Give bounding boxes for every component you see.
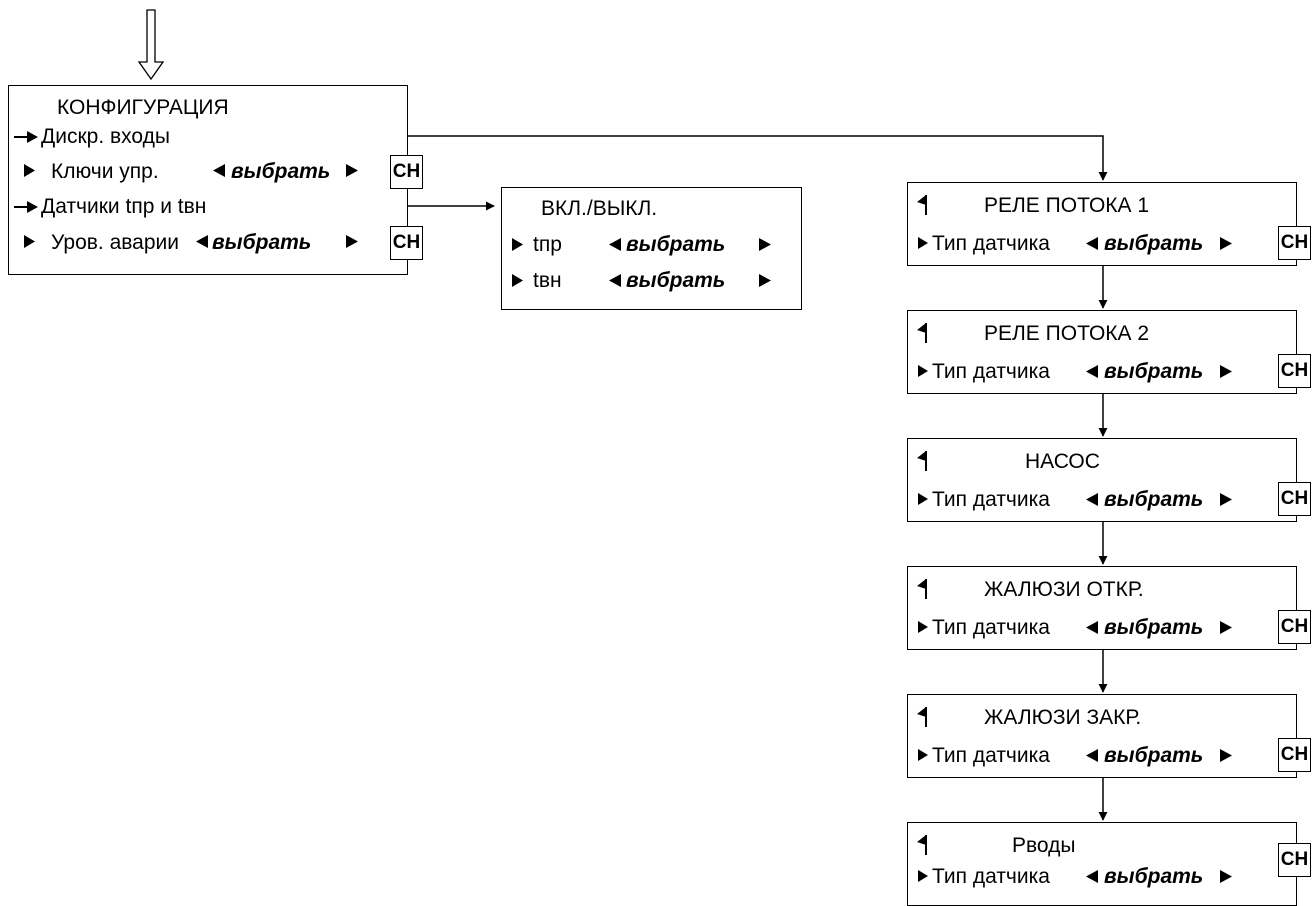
sensor-param-label: Тип датчика <box>932 360 1050 383</box>
onoff-menu-box: ВКЛ./ВЫКЛ. tпр выбрать tвн выбрать <box>501 187 802 310</box>
sensor-param-value: выбрать <box>1104 360 1204 383</box>
right-triangle-icon <box>918 365 928 377</box>
right-triangle-icon <box>1220 493 1232 506</box>
sensor-param-value: выбрать <box>1104 488 1204 511</box>
connector-discrete-inputs <box>407 135 1108 181</box>
config-menu-box: КОНФИГУРАЦИЯ Дискр. входы Ключи упр. выб… <box>8 85 408 275</box>
flag-back-icon <box>917 835 927 855</box>
sensor-param-value: выбрать <box>1104 744 1204 767</box>
entry-arrow-icon <box>137 9 165 81</box>
onoff-item-label: tвн <box>533 269 562 292</box>
connector-lines <box>137 9 1108 821</box>
onoff-item-value: выбрать <box>626 269 726 292</box>
sensor-param-label: Тип датчика <box>932 616 1050 639</box>
sensor-title: РЕЛЕ ПОТОКА 2 <box>984 322 1150 345</box>
right-triangle-icon <box>918 621 928 633</box>
left-triangle-icon <box>213 164 225 177</box>
sensor-title: ЖАЛЮЗИ ЗАКР. <box>984 706 1142 729</box>
sensor-title: НАСОС <box>1025 450 1100 473</box>
right-triangle-icon <box>1220 749 1232 762</box>
sensor-box-flow-relay-2: РЕЛЕ ПОТОКА 2 Тип датчика выбрать <box>907 310 1297 394</box>
left-triangle-icon <box>1086 749 1098 762</box>
right-triangle-icon <box>918 749 928 761</box>
config-title: КОНФИГУРАЦИЯ <box>57 96 229 119</box>
onoff-title: ВКЛ./ВЫКЛ. <box>541 197 658 220</box>
right-triangle-icon <box>1220 365 1232 378</box>
right-triangle-icon <box>918 493 928 505</box>
right-triangle-icon <box>512 238 523 251</box>
left-triangle-icon <box>1086 621 1098 634</box>
ch-key-button[interactable]: CH <box>1278 738 1311 772</box>
sensor-box-louvers-closed: ЖАЛЮЗИ ЗАКР. Тип датчика выбрать <box>907 694 1297 778</box>
sensor-param-label: Тип датчика <box>932 232 1050 255</box>
config-item-value: выбрать <box>231 160 331 183</box>
right-triangle-icon <box>759 238 771 251</box>
sensor-title: Рводы <box>1012 834 1076 857</box>
right-triangle-icon <box>1220 621 1232 634</box>
flag-back-icon <box>917 579 927 599</box>
right-triangle-icon <box>1220 237 1232 250</box>
right-triangle-icon <box>918 237 928 249</box>
left-triangle-icon <box>609 274 621 287</box>
left-triangle-icon <box>1086 237 1098 250</box>
ch-key-button[interactable]: CH <box>1278 354 1311 388</box>
sensor-param-label: Тип датчика <box>932 865 1050 888</box>
right-arrow-icon <box>14 201 38 213</box>
right-triangle-icon <box>918 870 928 882</box>
sensor-param-value: выбрать <box>1104 616 1204 639</box>
right-triangle-icon <box>346 164 358 177</box>
flag-back-icon <box>917 451 927 471</box>
right-triangle-icon <box>24 235 35 248</box>
left-triangle-icon <box>196 235 208 248</box>
right-arrow-icon <box>14 131 38 143</box>
sensor-box-pump: НАСОС Тип датчика выбрать <box>907 438 1297 522</box>
config-item-value: выбрать <box>212 231 312 254</box>
sensor-box-louvers-open: ЖАЛЮЗИ ОТКР. Тип датчика выбрать <box>907 566 1297 650</box>
config-item-label: Дискр. входы <box>41 125 170 148</box>
flag-back-icon <box>917 323 927 343</box>
left-triangle-icon <box>1086 493 1098 506</box>
config-item-label: Уров. аварии <box>51 231 179 254</box>
ch-key-button[interactable]: CH <box>1278 226 1311 260</box>
left-triangle-icon <box>1086 365 1098 378</box>
right-triangle-icon <box>24 164 35 177</box>
sensor-title: РЕЛЕ ПОТОКА 1 <box>984 194 1150 217</box>
sensor-param-value: выбрать <box>1104 232 1204 255</box>
ch-key-button[interactable]: CH <box>1278 843 1311 877</box>
right-triangle-icon <box>346 235 358 248</box>
ch-key-button[interactable]: CH <box>1278 610 1311 644</box>
ch-key-button[interactable]: CH <box>390 226 423 260</box>
config-item-label: Ключи упр. <box>51 160 159 183</box>
sensor-param-label: Тип датчика <box>932 488 1050 511</box>
flag-back-icon <box>917 195 927 215</box>
sensor-param-value: выбрать <box>1104 865 1204 888</box>
sensor-box-flow-relay-1: РЕЛЕ ПОТОКА 1 Тип датчика выбрать <box>907 182 1297 266</box>
sensor-title: ЖАЛЮЗИ ОТКР. <box>984 578 1144 601</box>
right-triangle-icon <box>759 274 771 287</box>
ch-key-button[interactable]: CH <box>390 155 423 189</box>
ch-key-button[interactable]: CH <box>1278 482 1311 516</box>
right-triangle-icon <box>512 274 523 287</box>
onoff-item-value: выбрать <box>626 233 726 256</box>
left-triangle-icon <box>609 238 621 251</box>
onoff-item-label: tпр <box>533 233 562 256</box>
sensor-box-water-pressure: Рводы Тип датчика выбрать <box>907 822 1297 906</box>
flag-back-icon <box>917 707 927 727</box>
sensor-param-label: Тип датчика <box>932 744 1050 767</box>
config-item-label: Датчики tпр и tвн <box>41 195 207 218</box>
